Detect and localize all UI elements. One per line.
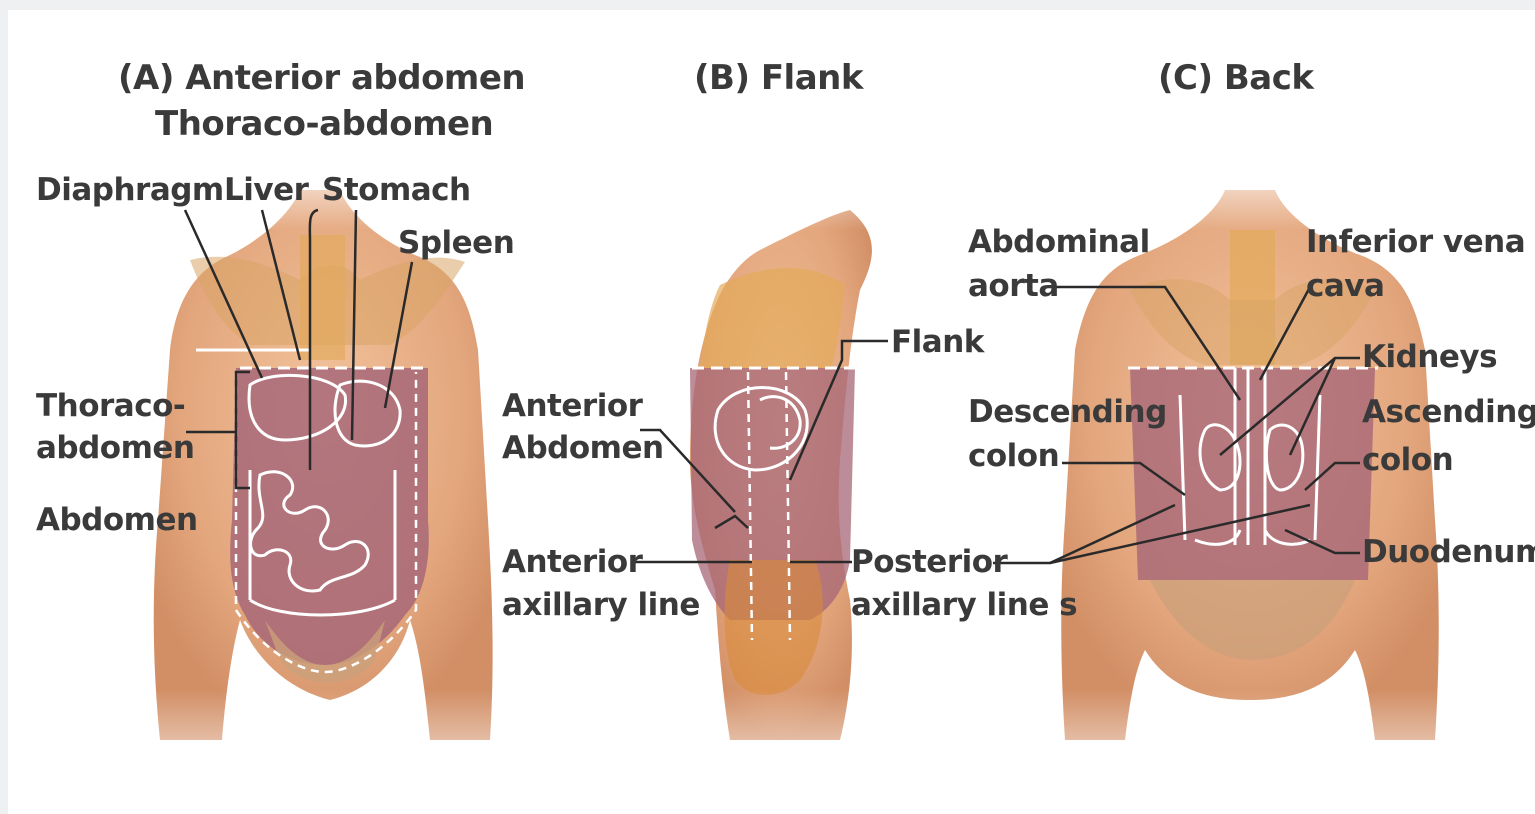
label-diaphragm: Diaphragm bbox=[36, 168, 224, 212]
label-spleen: Spleen bbox=[398, 221, 514, 265]
label-ascending-colon-line2: colon bbox=[1362, 438, 1453, 482]
label-abdominal-aorta-line2: aorta bbox=[968, 264, 1059, 308]
panel-a-title-line1: (A) Anterior abdomen bbox=[118, 58, 525, 98]
label-descending-colon-line1: Descending bbox=[968, 390, 1167, 434]
label-descending-colon-line2: colon bbox=[968, 434, 1059, 478]
label-stomach: Stomach bbox=[322, 168, 471, 212]
label-thoraco-abdomen-line1: Thoraco- bbox=[36, 384, 185, 428]
label-kidneys: Kidneys bbox=[1362, 335, 1497, 379]
label-posterior-axillary-line1: Posterior bbox=[851, 540, 1007, 584]
label-anterior-abdomen-line1: Anterior bbox=[502, 384, 642, 428]
label-anterior-axillary-line1: Anterior bbox=[502, 540, 642, 584]
label-abdomen: Abdomen bbox=[36, 498, 198, 542]
label-ascending-colon-line1: Ascending bbox=[1362, 390, 1535, 434]
label-flank: Flank bbox=[891, 320, 984, 364]
label-posterior-axillary-line2: axillary line s bbox=[851, 583, 1077, 627]
panel-c-title: (C) Back bbox=[1158, 58, 1314, 98]
label-liver: Liver bbox=[224, 168, 308, 212]
label-anterior-abdomen-line2: Abdomen bbox=[502, 426, 664, 470]
label-anterior-axillary-line2: axillary line bbox=[502, 583, 700, 627]
label-inferior-vena-cava-line2: cava bbox=[1306, 264, 1384, 308]
label-thoraco-abdomen-line2: abdomen bbox=[36, 426, 195, 470]
label-duodenum: Duodenum bbox=[1362, 530, 1535, 574]
panel-a-title-line2: Thoraco-abdomen bbox=[155, 104, 493, 144]
label-abdominal-aorta-line1: Abdominal bbox=[968, 220, 1150, 264]
panel-b-title: (B) Flank bbox=[694, 58, 863, 98]
label-inferior-vena-cava-line1: Inferior vena bbox=[1306, 220, 1525, 264]
figure-flank-torso bbox=[690, 210, 872, 740]
figure-anterior-torso bbox=[154, 190, 493, 740]
